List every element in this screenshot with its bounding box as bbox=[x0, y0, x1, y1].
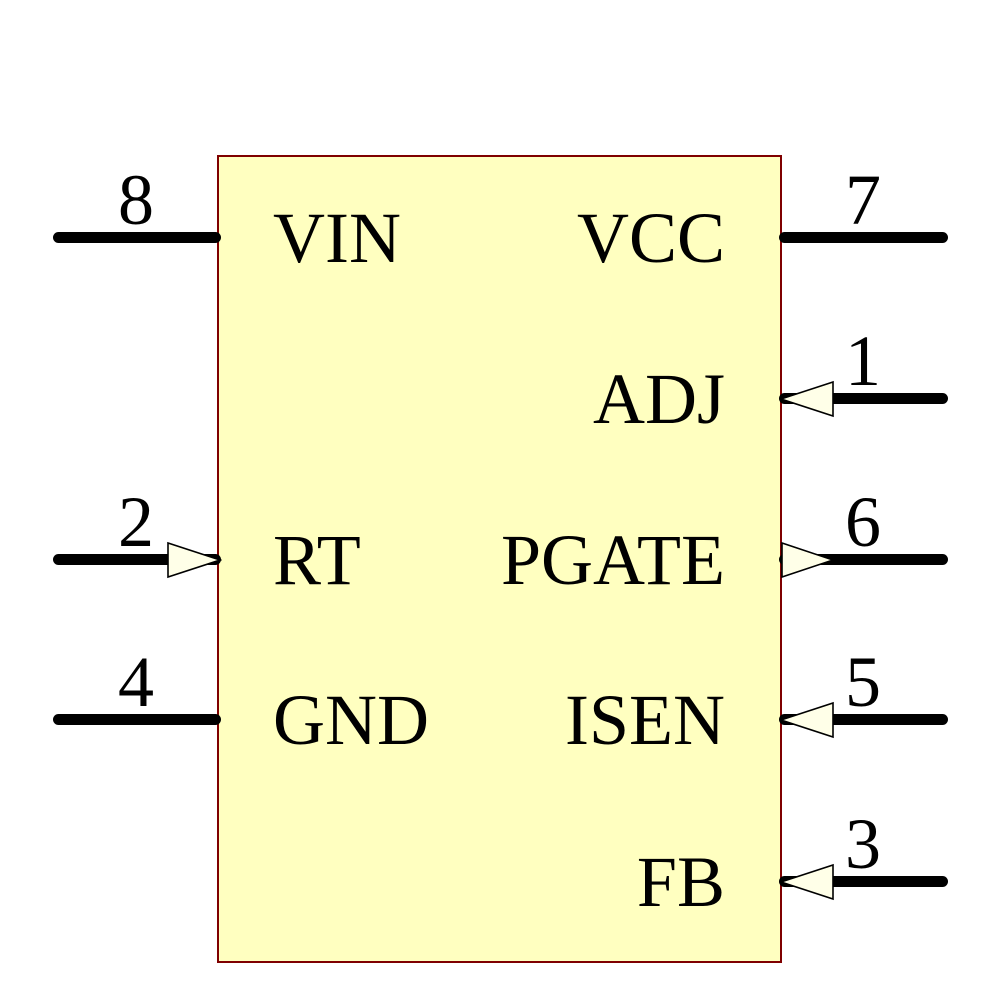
pin-1-input-arrow-icon bbox=[779, 380, 835, 418]
pin-7-wire bbox=[779, 232, 948, 243]
pin-3-wire bbox=[779, 876, 948, 887]
pin-3-number: 3 bbox=[845, 804, 881, 884]
pin-5-wire bbox=[779, 714, 948, 725]
pin-2-wire bbox=[53, 554, 221, 565]
pin-5-input-arrow-icon bbox=[779, 701, 835, 739]
pin-7-number: 7 bbox=[845, 160, 881, 240]
pin-5-label: ISEN bbox=[565, 680, 725, 760]
pin-2-number: 2 bbox=[118, 482, 154, 562]
pin-1-wire bbox=[779, 393, 948, 404]
pin-1-number: 1 bbox=[845, 321, 881, 401]
pin-6-label: PGATE bbox=[500, 520, 725, 600]
pin-5-number: 5 bbox=[845, 642, 881, 722]
pin-1-label: ADJ bbox=[592, 359, 725, 439]
pin-8-wire bbox=[53, 232, 221, 243]
pin-4-number: 4 bbox=[118, 642, 154, 722]
component-body bbox=[217, 155, 782, 963]
pin-8-label: VIN bbox=[273, 198, 401, 278]
pin-3-label: FB bbox=[636, 842, 725, 922]
pin-2-input-arrow-icon bbox=[166, 541, 222, 579]
pin-3-input-arrow-icon bbox=[779, 863, 835, 901]
pin-2-label: RT bbox=[273, 520, 361, 600]
pin-6-wire bbox=[779, 554, 948, 565]
pin-6-output-arrow-icon bbox=[779, 541, 835, 579]
pin-7-label: VCC bbox=[576, 198, 725, 278]
pin-8-number: 8 bbox=[118, 160, 154, 240]
pin-6-number: 6 bbox=[845, 482, 881, 562]
pin-4-label: GND bbox=[273, 680, 429, 760]
pin-4-wire bbox=[53, 714, 221, 725]
